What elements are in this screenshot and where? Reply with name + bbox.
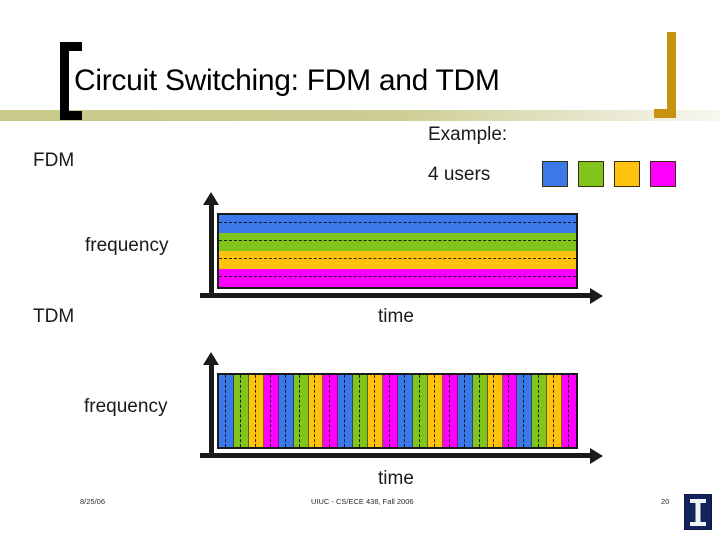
tdm-slot-6 [293,375,309,447]
legend-swatch-user-3 [614,161,640,187]
tdm-slot-21 [517,375,533,447]
tdm-slot-dash-2 [239,375,241,447]
legend-swatch-user-2 [578,161,604,187]
label-fdm: FDM [33,150,75,171]
tdm-slot-dash-17 [463,375,465,447]
tdm-slot-dash-8 [329,375,331,447]
legend-swatch-user-4 [650,161,676,187]
label-tdm: TDM [33,306,75,327]
user-color-legend [542,161,676,187]
tdm-slot-11 [368,375,384,447]
footer-date: 8/25/06 [80,497,106,506]
logo-stem [695,502,701,523]
page-title: Circuit Switching: FDM and TDM [74,64,500,97]
uiuc-block-i-glyph [690,499,706,526]
tdm-slot-dash-10 [359,375,361,447]
tdm-slot-15 [427,375,443,447]
footer-course: UIUC - CS/ECE 438, Fall 2006 [311,497,414,506]
tdm-slot-dash-19 [493,375,495,447]
tdm-slot-1 [219,375,234,447]
tdm-slot-23 [547,375,563,447]
tdm-slot-8 [323,375,339,447]
example-heading: Example: [428,124,508,145]
tdm-slot-dash-22 [538,375,540,447]
uiuc-logo-icon [684,494,712,530]
tdm-slot-dash-20 [508,375,510,447]
tdm-slot-5 [278,375,294,447]
fdm-band-2 [219,233,576,251]
tdm-slot-dash-18 [478,375,480,447]
tdm-time-axis-label: time [378,468,414,489]
fdm-time-axis-label: time [378,306,414,327]
tdm-slot-dash-7 [314,375,316,447]
fdm-time-axis-arrow-icon [590,287,603,304]
tdm-slot-14 [412,375,428,447]
tdm-slot-dash-21 [523,375,525,447]
fdm-band-dash-3 [219,258,576,260]
fdm-band-dash-4 [219,276,576,278]
tdm-slot-dash-5 [284,375,286,447]
tdm-slot-24 [562,375,577,447]
tdm-slot-dash-1 [224,375,226,447]
tdm-slot-dash-24 [568,375,570,447]
tdm-slot-dash-13 [403,375,405,447]
example-users-label: 4 users [428,164,491,185]
tdm-slot-strip [217,373,578,449]
tdm-slot-dash-3 [254,375,256,447]
legend-swatch-user-1 [542,161,568,187]
fdm-frequency-axis-label: frequency [85,235,169,256]
tdm-slot-18 [472,375,488,447]
title-accent-bar [0,110,720,121]
tdm-slot-dash-9 [344,375,346,447]
tdm-slot-dash-4 [269,375,271,447]
tdm-slot-17 [457,375,473,447]
footer-page-number: 20 [661,497,670,506]
title-bracket-left-icon [60,42,82,120]
fdm-band-1 [219,215,576,233]
tdm-frequency-axis-arrow-icon [203,352,219,365]
fdm-band-4 [219,269,576,287]
tdm-slot-dash-12 [388,375,390,447]
tdm-slot-4 [263,375,279,447]
tdm-slot-10 [353,375,369,447]
tdm-slot-16 [442,375,458,447]
fdm-frequency-axis-arrow-icon [203,192,219,205]
tdm-time-axis-arrow-icon [590,447,603,464]
tdm-slot-dash-14 [418,375,420,447]
tdm-slot-19 [487,375,503,447]
fdm-time-axis [200,293,592,298]
tdm-frequency-axis-label: frequency [84,396,168,417]
tdm-frequency-axis [208,363,214,458]
tdm-slot-dash-6 [299,375,301,447]
fdm-band-dash-2 [219,240,576,242]
tdm-slot-13 [398,375,413,447]
tdm-slot-dash-15 [433,375,435,447]
tdm-slot-20 [502,375,518,447]
tdm-slot-dash-16 [448,375,450,447]
logo-bar-top [690,499,706,503]
fdm-band-stack [217,213,578,289]
tdm-slot-22 [532,375,548,447]
title-bracket-right-icon [654,32,676,118]
tdm-slot-3 [248,375,264,447]
tdm-slot-dash-11 [374,375,376,447]
tdm-slot-dash-23 [553,375,555,447]
tdm-slot-7 [308,375,324,447]
tdm-time-axis [200,453,592,458]
tdm-slot-12 [383,375,399,447]
fdm-band-dash-1 [219,222,576,224]
fdm-frequency-axis [208,203,214,298]
fdm-band-3 [219,251,576,269]
tdm-slot-9 [338,375,354,447]
logo-bar-bottom [690,522,706,526]
tdm-slot-2 [233,375,249,447]
